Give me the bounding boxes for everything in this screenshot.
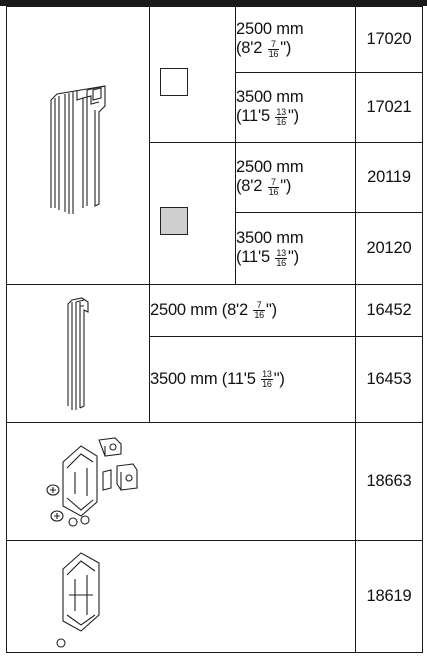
grey-color-swatch: [160, 206, 188, 235]
length-mm: 3500 mm: [236, 229, 304, 248]
article-number: 17021: [355, 72, 423, 143]
wide-profile-image: [6, 6, 150, 285]
length-imperial: (8'2: [221, 300, 248, 319]
color-cell: [149, 142, 236, 285]
length-imperial: (11'5: [221, 369, 256, 388]
length-mm: 2500 mm: [236, 20, 304, 39]
table-row: 18663: [6, 422, 423, 541]
article-number: 20120: [355, 212, 423, 285]
white-color-swatch: [160, 67, 188, 96]
color-cell: [149, 6, 236, 143]
article-number: 18619: [355, 540, 423, 653]
length-imperial: (8'2: [236, 177, 263, 196]
article-number: 16453: [355, 336, 423, 423]
top-rule: [0, 0, 427, 6]
bracket-image: [6, 540, 356, 653]
bracket-icon: [56, 551, 100, 648]
length-imperial: (11'5: [236, 248, 270, 267]
article-number: 20119: [355, 142, 423, 213]
narrow-profile-icon: [67, 296, 89, 410]
article-number: 16452: [355, 284, 423, 337]
length-imperial: (11'5: [236, 107, 270, 126]
length-mm: 3500 mm: [150, 369, 218, 388]
length-imperial: (8'2: [236, 39, 263, 58]
article-number: 18663: [355, 422, 423, 541]
table-row: 18619: [6, 540, 423, 653]
length-mm: 2500 mm: [236, 158, 304, 177]
bracket-set-icon: [46, 436, 138, 527]
article-number: 17020: [355, 6, 423, 73]
narrow-profile-image: [6, 284, 150, 423]
wide-profile-icon: [50, 84, 106, 214]
length-mm: 2500 mm: [150, 300, 218, 319]
length-mm: 3500 mm: [236, 88, 304, 107]
bracket-set-image: [6, 422, 356, 541]
